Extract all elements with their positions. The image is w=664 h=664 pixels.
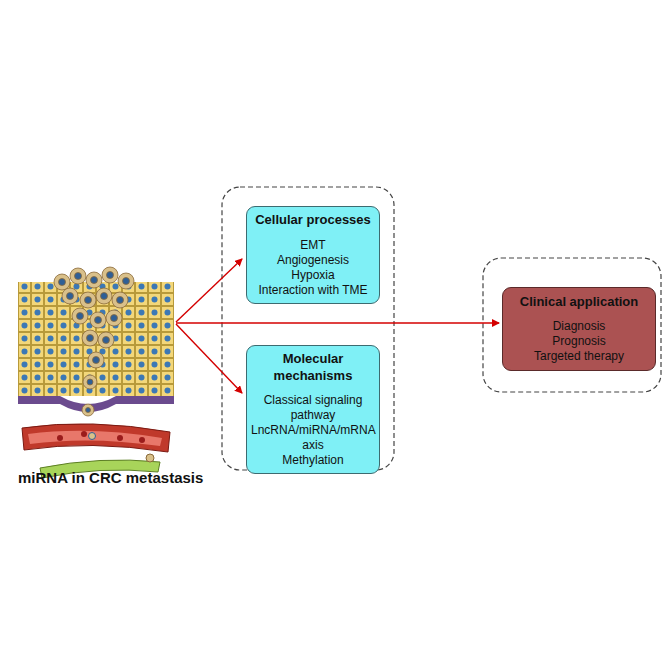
box-item: Angiogenesis: [277, 253, 349, 268]
box-item: EMT: [300, 238, 325, 253]
box-item: Diagnosis: [553, 319, 606, 334]
box-item: Interaction with TME: [258, 283, 367, 298]
blood-vessel: [22, 424, 170, 452]
box-item: LncRNA/miRNA/mRNA axis: [251, 423, 375, 453]
process-box: Clinical applicationDiagnosisPrognosisTa…: [502, 287, 656, 371]
box-heading: Clinical application: [520, 294, 638, 310]
process-box: Cellular processesEMTAngiogenesisHypoxia…: [246, 206, 380, 304]
box-heading: Cellular processes: [255, 212, 371, 228]
group-outline: [483, 258, 661, 392]
tumor-cells: [54, 267, 134, 416]
box-item: Classical signaling pathway: [251, 393, 375, 423]
box-item: Methylation: [282, 453, 343, 468]
box-item: Targeted therapy: [534, 349, 624, 364]
process-box: Molecular mechanismsClassical signaling …: [246, 345, 380, 474]
box-item: Hypoxia: [291, 268, 334, 283]
box-item: Prognosis: [552, 334, 605, 349]
epithelium: [18, 282, 174, 396]
figure-label: miRNA in CRC metastasis: [18, 469, 203, 486]
box-heading: Molecular mechanisms: [251, 351, 375, 384]
basement-membrane: [18, 396, 174, 412]
